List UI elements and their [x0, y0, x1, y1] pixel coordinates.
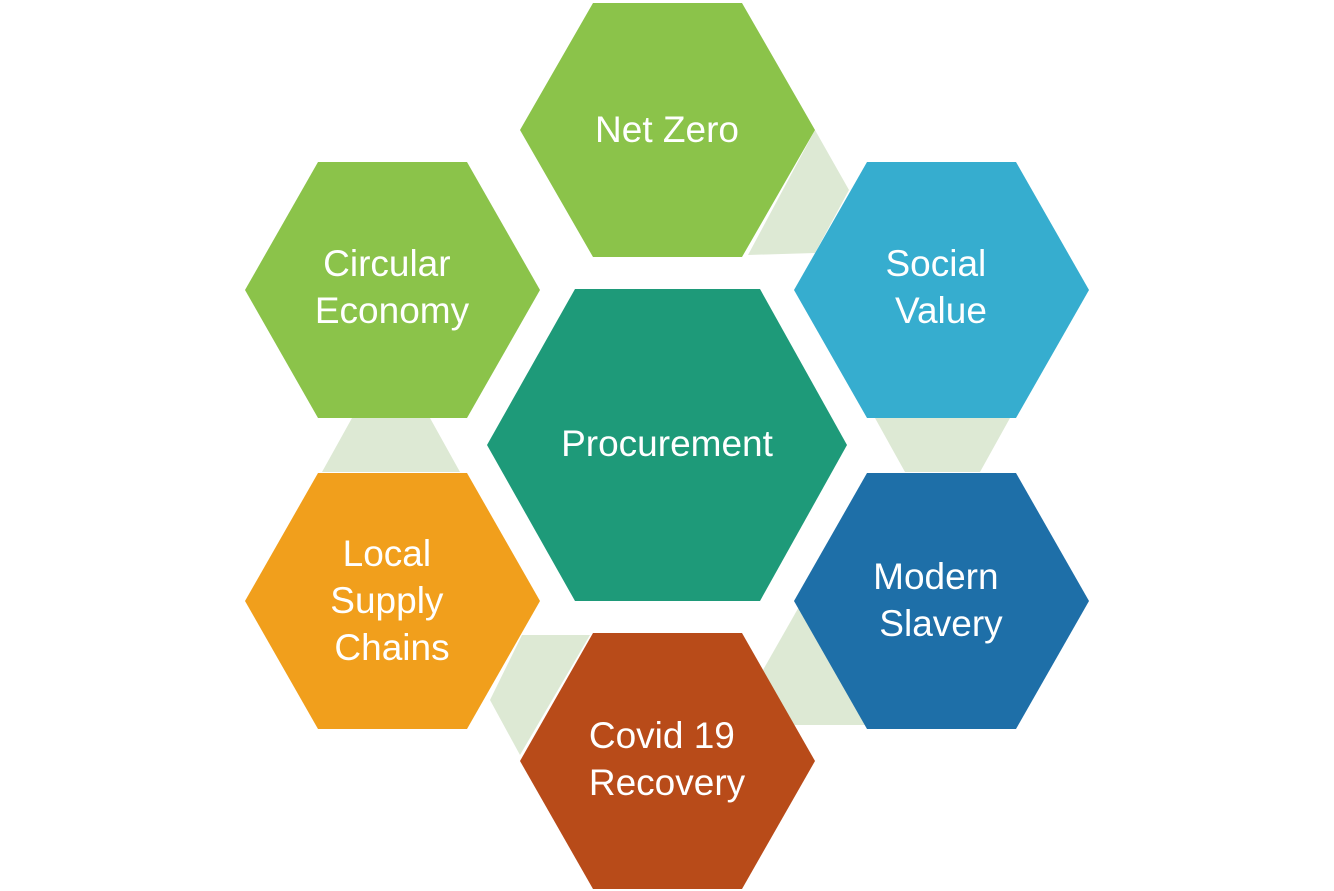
hexagon-circular-economy-shape [245, 162, 540, 418]
procurement-label: Procurement [561, 423, 774, 464]
hexagon-circular-economy: Circular Economy [245, 162, 540, 418]
hexagon-local-supply-chains: Local Supply Chains [245, 473, 540, 729]
hexagon-net-zero: Net Zero [520, 3, 815, 257]
hexagon-net-zero-shape [520, 3, 815, 257]
connector-local-supply-circular [322, 418, 460, 472]
hexagon-local-supply-chains-shape [245, 473, 540, 729]
connector-modern-slavery-covid [763, 605, 865, 725]
hexagon-modern-slavery-shape [794, 473, 1089, 729]
connector-covid-local-supply [490, 635, 590, 755]
modern-slavery-label: Modern Slavery [873, 556, 1009, 644]
hexagon-social-value: Social Value [794, 162, 1089, 418]
hexagon-covid-19-recovery: Covid 19 Recovery [520, 633, 815, 889]
social-value-label: Social Value [885, 243, 996, 331]
hexagon-center-shape [487, 289, 847, 601]
hexagon-modern-slavery: Modern Slavery [794, 473, 1089, 729]
hexagon-covid-19-recovery-shape [520, 633, 815, 889]
hexagon-social-value-shape [794, 162, 1089, 418]
net-zero-label: Net Zero [595, 109, 739, 150]
local-supply-chains-label: Local Supply Chains [330, 533, 453, 668]
hexagon-center-procurement: Procurement [487, 289, 847, 601]
covid-19-recovery-label: Covid 19 Recovery [589, 715, 746, 803]
connector-social-value-modern-slavery [875, 418, 1010, 472]
connectors [322, 130, 1010, 755]
circular-economy-label: Circular Economy [315, 243, 470, 331]
connector-net-zero-social-value [748, 130, 849, 255]
